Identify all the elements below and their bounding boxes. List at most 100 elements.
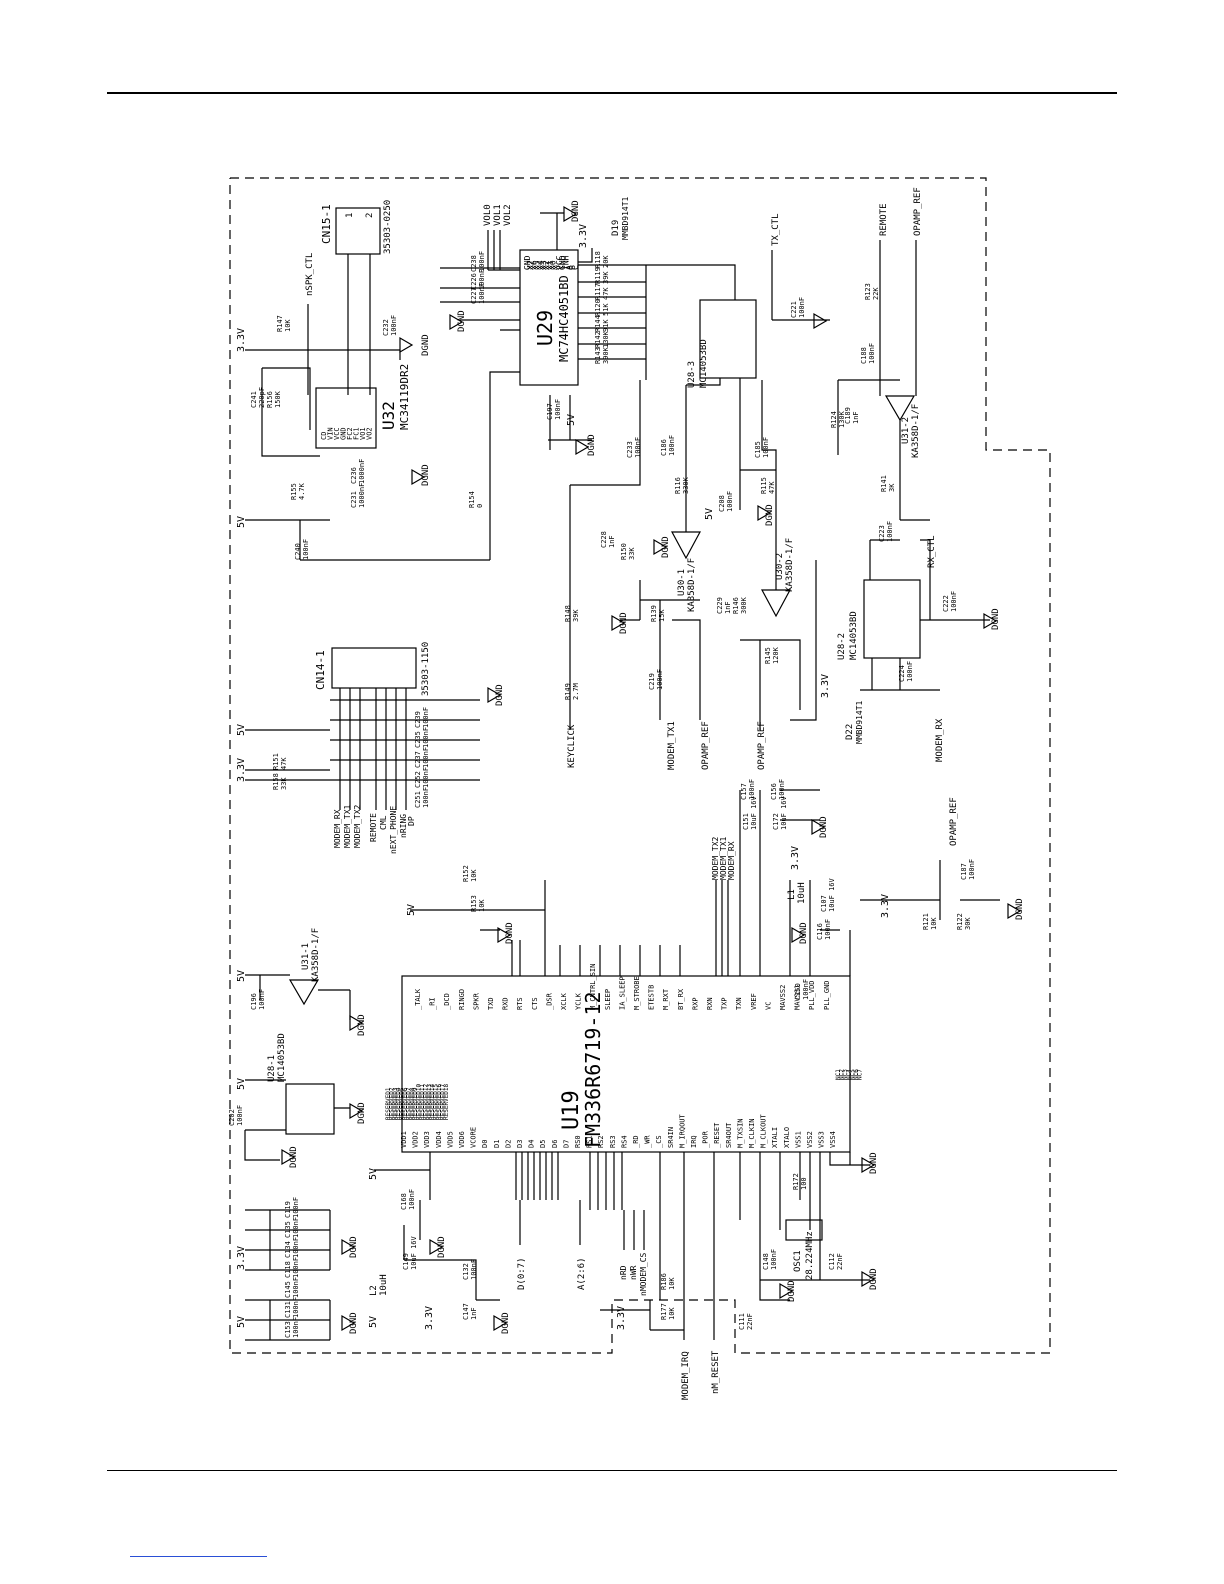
capacitor-value-22: 100nF [422,707,430,728]
u19-pin-top-26: MAVSS1 [794,985,802,1010]
l1-value: 10uH [797,882,807,904]
u19-pin-left-10: RESERVED11 [419,1083,426,1120]
u29-ref: U29 [533,310,557,346]
u29-pin-10: VCC [555,255,564,270]
osc1-body [785,1219,823,1241]
u31-2-ref: U31-2 [901,417,911,444]
cn14-ref: CN14-1 [314,650,327,690]
cn14-body [331,647,417,689]
capacitor-ref-31: C187 [960,863,968,880]
net-vol2: VOL2 [503,204,513,226]
u29-pin-8: X0 [549,260,558,270]
u19-pin-top-28: PLL_GND [823,980,831,1010]
net-modemirq: MODEM_IRQ [681,1351,691,1400]
capacitor-value-1: 220pF [258,387,266,408]
u28-1-body [285,1083,335,1135]
net-modemtx1-b: MODEM_TX1 [343,804,352,848]
resistor-value-13: 33K [628,547,636,560]
u19-pin-right-2: NC3 [842,1069,849,1080]
capacitor-value-34: 100nF [258,989,266,1010]
net-5v-h: 5V [368,1316,379,1328]
u19-pin-right-3: NC4 [846,1069,853,1080]
resistor-ref-27: R153 [470,895,478,912]
capacitor-ref-11: C185 [754,441,762,458]
capacitor-ref-12: C221 [790,301,798,318]
u19-pin-bottom-5: VDD6 [458,1131,466,1148]
u19-pin-left-5: RESERVED6 [402,1087,409,1120]
u29-pin-1: X7 [526,260,535,270]
net-nring: nRING [399,814,408,838]
resistor-value-20: 130K [838,410,846,428]
net-gnd-e: DGND [765,504,775,526]
resistor-ref-24: R151 [272,753,280,770]
u32-pin-1: VIN [327,427,335,440]
capacitor-value-20: 100nF [950,591,958,612]
net-5v-i: 5V [566,414,577,426]
u19-pin-top-14: IA_SLEEP [618,976,626,1010]
resistor-value-22: 10K [930,917,938,930]
u32-pin-3: GND [340,427,348,440]
capacitor-ref-44: C149 [402,1253,410,1270]
u19-pin-bottom-6: VCORE [470,1127,478,1148]
u32-pin-2: VCC [333,427,341,440]
capacitor-ref-36: C119 [284,1201,292,1218]
net-5v-a: 5V [236,516,247,528]
u19-pin-right-1: NC2 [839,1069,846,1080]
ground-symbols [281,205,1022,1332]
footer-rule [107,1470,1117,1471]
capacitor-ref-47: C148 [762,1253,770,1270]
u19-pin-bottom-12: D5 [539,1140,547,1148]
net-txctl: TX_CTL [771,213,781,246]
resistor-ref-22: R121 [922,913,930,930]
osc1-ref: OSC1 [793,1250,803,1272]
u28-3-part: MC14053BD [699,339,709,388]
u32-part: MC34119DR2 [398,364,411,430]
capacitor-value-8: 100nF [554,399,562,420]
net-vol0: VOL0 [483,204,493,226]
capacitor-value-12: 100nF [798,297,806,318]
u19-pin-bottom-21: _WR [644,1135,652,1148]
resistor-value-2: 4.7K [298,482,306,500]
u19-pin-top-16: ETESTB [648,985,656,1010]
capacitor-ref-37: C135 [284,1221,292,1238]
capacitor-value-31: 100nF [968,859,976,880]
net-nextphone: nEXT_PHONE [389,806,398,854]
net-5v-c: 5V [406,904,417,916]
capacitor-ref-45: C132 [462,1263,470,1280]
u31-2-opamp [884,395,916,422]
net-remote-b: REMOTE [369,813,378,842]
u19-pin-top-17: M_RXT [662,988,670,1010]
capacitor-value-21: 100nF [906,661,914,682]
u19-pin-left-0: RESERVED1 [385,1087,392,1120]
u19-pin-top-9: _DSR [545,992,553,1010]
u19-pin-top-1: _RI [429,997,437,1010]
resistor-value-17: 300K [740,596,748,614]
u19-part: FM336R6719-12 [581,991,605,1148]
u19-pin-right-5: NC6 [853,1069,860,1080]
u19-pin-top-4: SPKR [472,992,480,1010]
header-rule [107,92,1117,94]
u19-pin-bottom-36: VSS3 [818,1131,826,1148]
net-5v-g: 5V [368,1168,379,1180]
capacitor-ref-6: C226 [470,273,478,290]
resistor-ref-8: R144 [594,315,602,332]
cn15-pin1: 1 [345,213,355,218]
u19-pin-bottom-17: RS2 [597,1135,605,1148]
u19-pin-top-18: BT_RX [677,988,685,1010]
capacitor-ref-27: C157 [740,783,748,800]
capacitor-ref-14: C189 [844,407,852,424]
capacitor-ref-17: C229 [716,597,724,614]
capacitor-value-18: 100nF [656,669,664,690]
capacitor-ref-21: C224 [898,665,906,682]
u31-1-part: KA358D-1/F [311,928,321,982]
capacitor-value-28: 100nF [778,779,786,800]
resistor-ref-25: R158 [272,773,280,790]
u29-pin-9: X [552,265,561,270]
capacitor-ref-20: C222 [942,595,950,612]
net-nmreset: nM_RESET [711,1350,721,1394]
u19-pin-top-11: YCLK [575,992,583,1010]
u28-1-ref: U28-1 [267,1055,277,1082]
resistor-ref-10: R143 [594,347,602,364]
u19-pin-bottom-37: VSS4 [829,1131,837,1148]
